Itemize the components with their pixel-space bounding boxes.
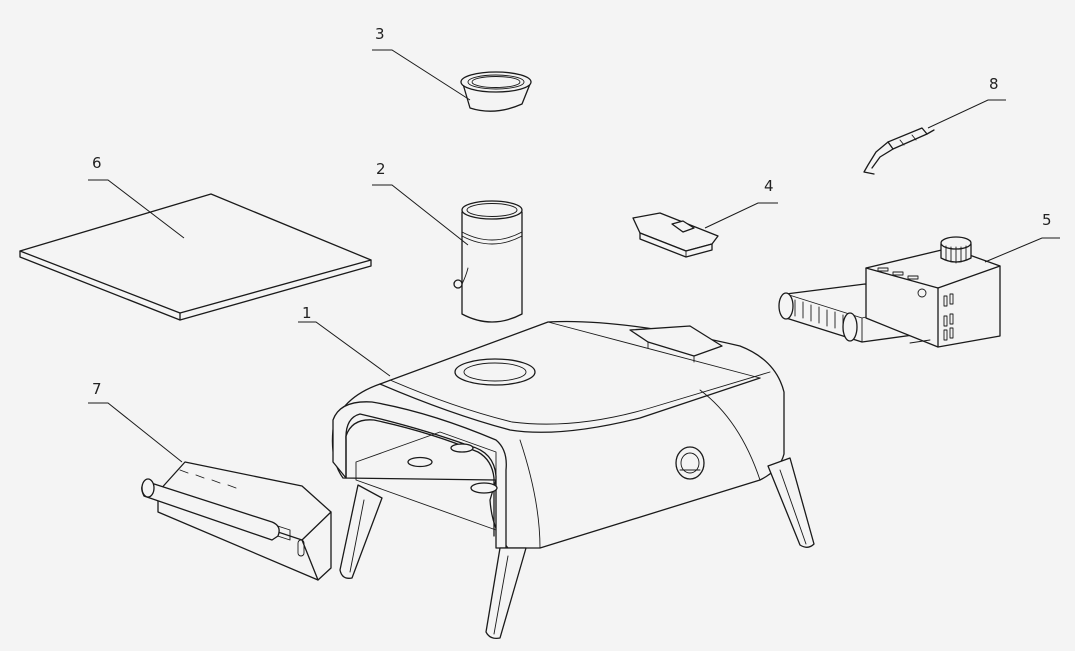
callout-6-label: 6 [92, 154, 102, 172]
callout-2-label: 2 [376, 160, 386, 178]
callout-leaders [88, 49, 1060, 463]
callout-5-label: 5 [1042, 211, 1052, 229]
callout-8-label: 8 [989, 75, 999, 93]
callout-7-label: 7 [92, 380, 102, 398]
oven-legs [339, 457, 815, 640]
callout-4-label: 4 [764, 177, 774, 195]
control-knob-icon [940, 236, 972, 264]
oven-door-drawing [141, 461, 332, 581]
callout-1-label: 1 [302, 304, 312, 322]
igniter-button-icon [675, 446, 705, 480]
burner-ports [794, 299, 844, 332]
chimney-pipe-drawing [453, 200, 523, 323]
pizza-stone-drawing [19, 193, 372, 321]
callout-3-label: 3 [375, 25, 385, 43]
callout-labels: 3 2 1 4 5 6 7 8 [92, 25, 1052, 398]
oven-body-drawing [331, 320, 815, 640]
door-cover-drawing [632, 212, 719, 258]
igniter-drawing [863, 127, 935, 175]
chimney-cap-drawing [460, 71, 532, 112]
vent-slots [877, 267, 954, 341]
burner-assembly-drawing [778, 236, 1001, 348]
